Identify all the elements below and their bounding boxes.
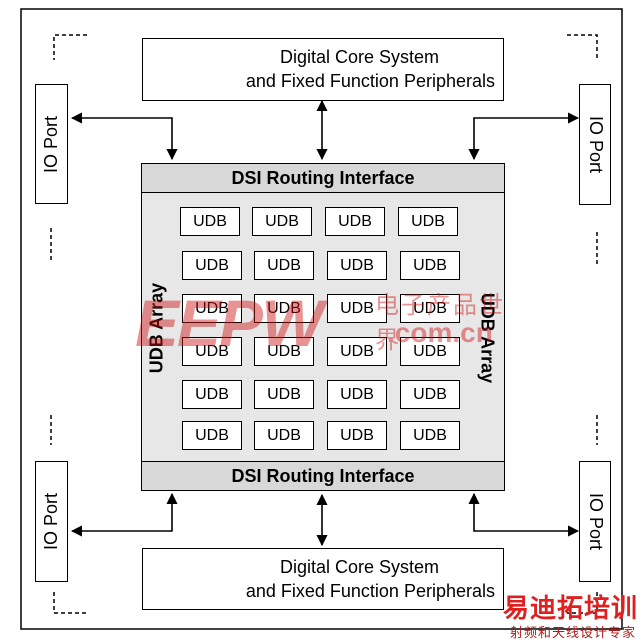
udb-cell: UDB: [182, 337, 242, 366]
core-bottom-line2: and Fixed Function Peripherals: [245, 581, 495, 601]
arrow-io-bottom-right: [468, 492, 580, 537]
io-port-bottom-right: IO Port: [579, 461, 611, 582]
udb-cell: UDB: [400, 421, 460, 450]
dsi-routing-interface-bottom: DSI Routing Interface: [142, 461, 504, 490]
udb-cell: UDB: [182, 421, 242, 450]
udb-cell: UDB: [180, 207, 240, 236]
udb-cell: UDB: [182, 380, 242, 409]
io-port-label: IO Port: [41, 492, 62, 551]
io-port-bottom-left: IO Port: [35, 461, 68, 582]
outer-border: [20, 8, 623, 630]
udb-cell: UDB: [398, 207, 458, 236]
core-system-bottom: Digital Core System and Fixed Function P…: [142, 548, 504, 610]
core-bottom-line1: Digital Core System: [279, 557, 439, 577]
core-top-line2: and Fixed Function Peripherals: [245, 71, 495, 91]
udb-cell: UDB: [254, 251, 314, 280]
io-port-top-left: IO Port: [35, 84, 68, 204]
watermark-eepw: EEPW: [135, 286, 323, 360]
watermark-domain: .com.cn: [387, 317, 493, 348]
udb-cell: UDB: [252, 207, 312, 236]
io-port-label: IO Port: [585, 115, 606, 174]
udb-cell: UDB: [327, 251, 387, 280]
io-port-label: IO Port: [41, 115, 62, 173]
udb-cell: UDB: [400, 337, 460, 366]
udb-cell: UDB: [254, 337, 314, 366]
udb-cell: UDB: [327, 337, 387, 366]
udb-cell: UDB: [327, 380, 387, 409]
udb-cell: UDB: [325, 207, 385, 236]
udb-cell: UDB: [400, 294, 460, 323]
udb-cell: UDB: [327, 421, 387, 450]
udb-cell: UDB: [254, 421, 314, 450]
io-port-label: IO Port: [585, 492, 606, 551]
core-system-top: Digital Core System and Fixed Function P…: [142, 38, 504, 101]
udb-cell: UDB: [327, 294, 387, 323]
io-port-top-right: IO Port: [579, 84, 611, 205]
corner-logo: 易迪拓培训 射频和天线设计专家: [488, 594, 640, 640]
eepw-watermark: EEPW 电子产品世界 .com.cn: [135, 287, 507, 359]
udb-cell: UDB: [254, 294, 314, 323]
logo-main-text: 易迪拓培训: [502, 593, 638, 623]
udb-cell: UDB: [182, 294, 242, 323]
arrow-io-top-left: [70, 112, 178, 161]
watermark-chinese: 电子产品世界: [375, 292, 505, 354]
udb-cell: UDB: [254, 380, 314, 409]
dsi-routing-interface-top: DSI Routing Interface: [142, 164, 504, 193]
logo-sub-text: 射频和天线设计专家: [509, 625, 636, 640]
udb-cell: UDB: [182, 251, 242, 280]
arrows: [70, 99, 580, 547]
udb-cell: UDB: [400, 380, 460, 409]
core-top-line1: Digital Core System: [279, 47, 439, 67]
udb-cell: UDB: [400, 251, 460, 280]
dashed-frame: [50, 34, 598, 614]
arrow-io-top-right: [468, 112, 580, 161]
arrow-io-bottom-left: [70, 492, 178, 537]
